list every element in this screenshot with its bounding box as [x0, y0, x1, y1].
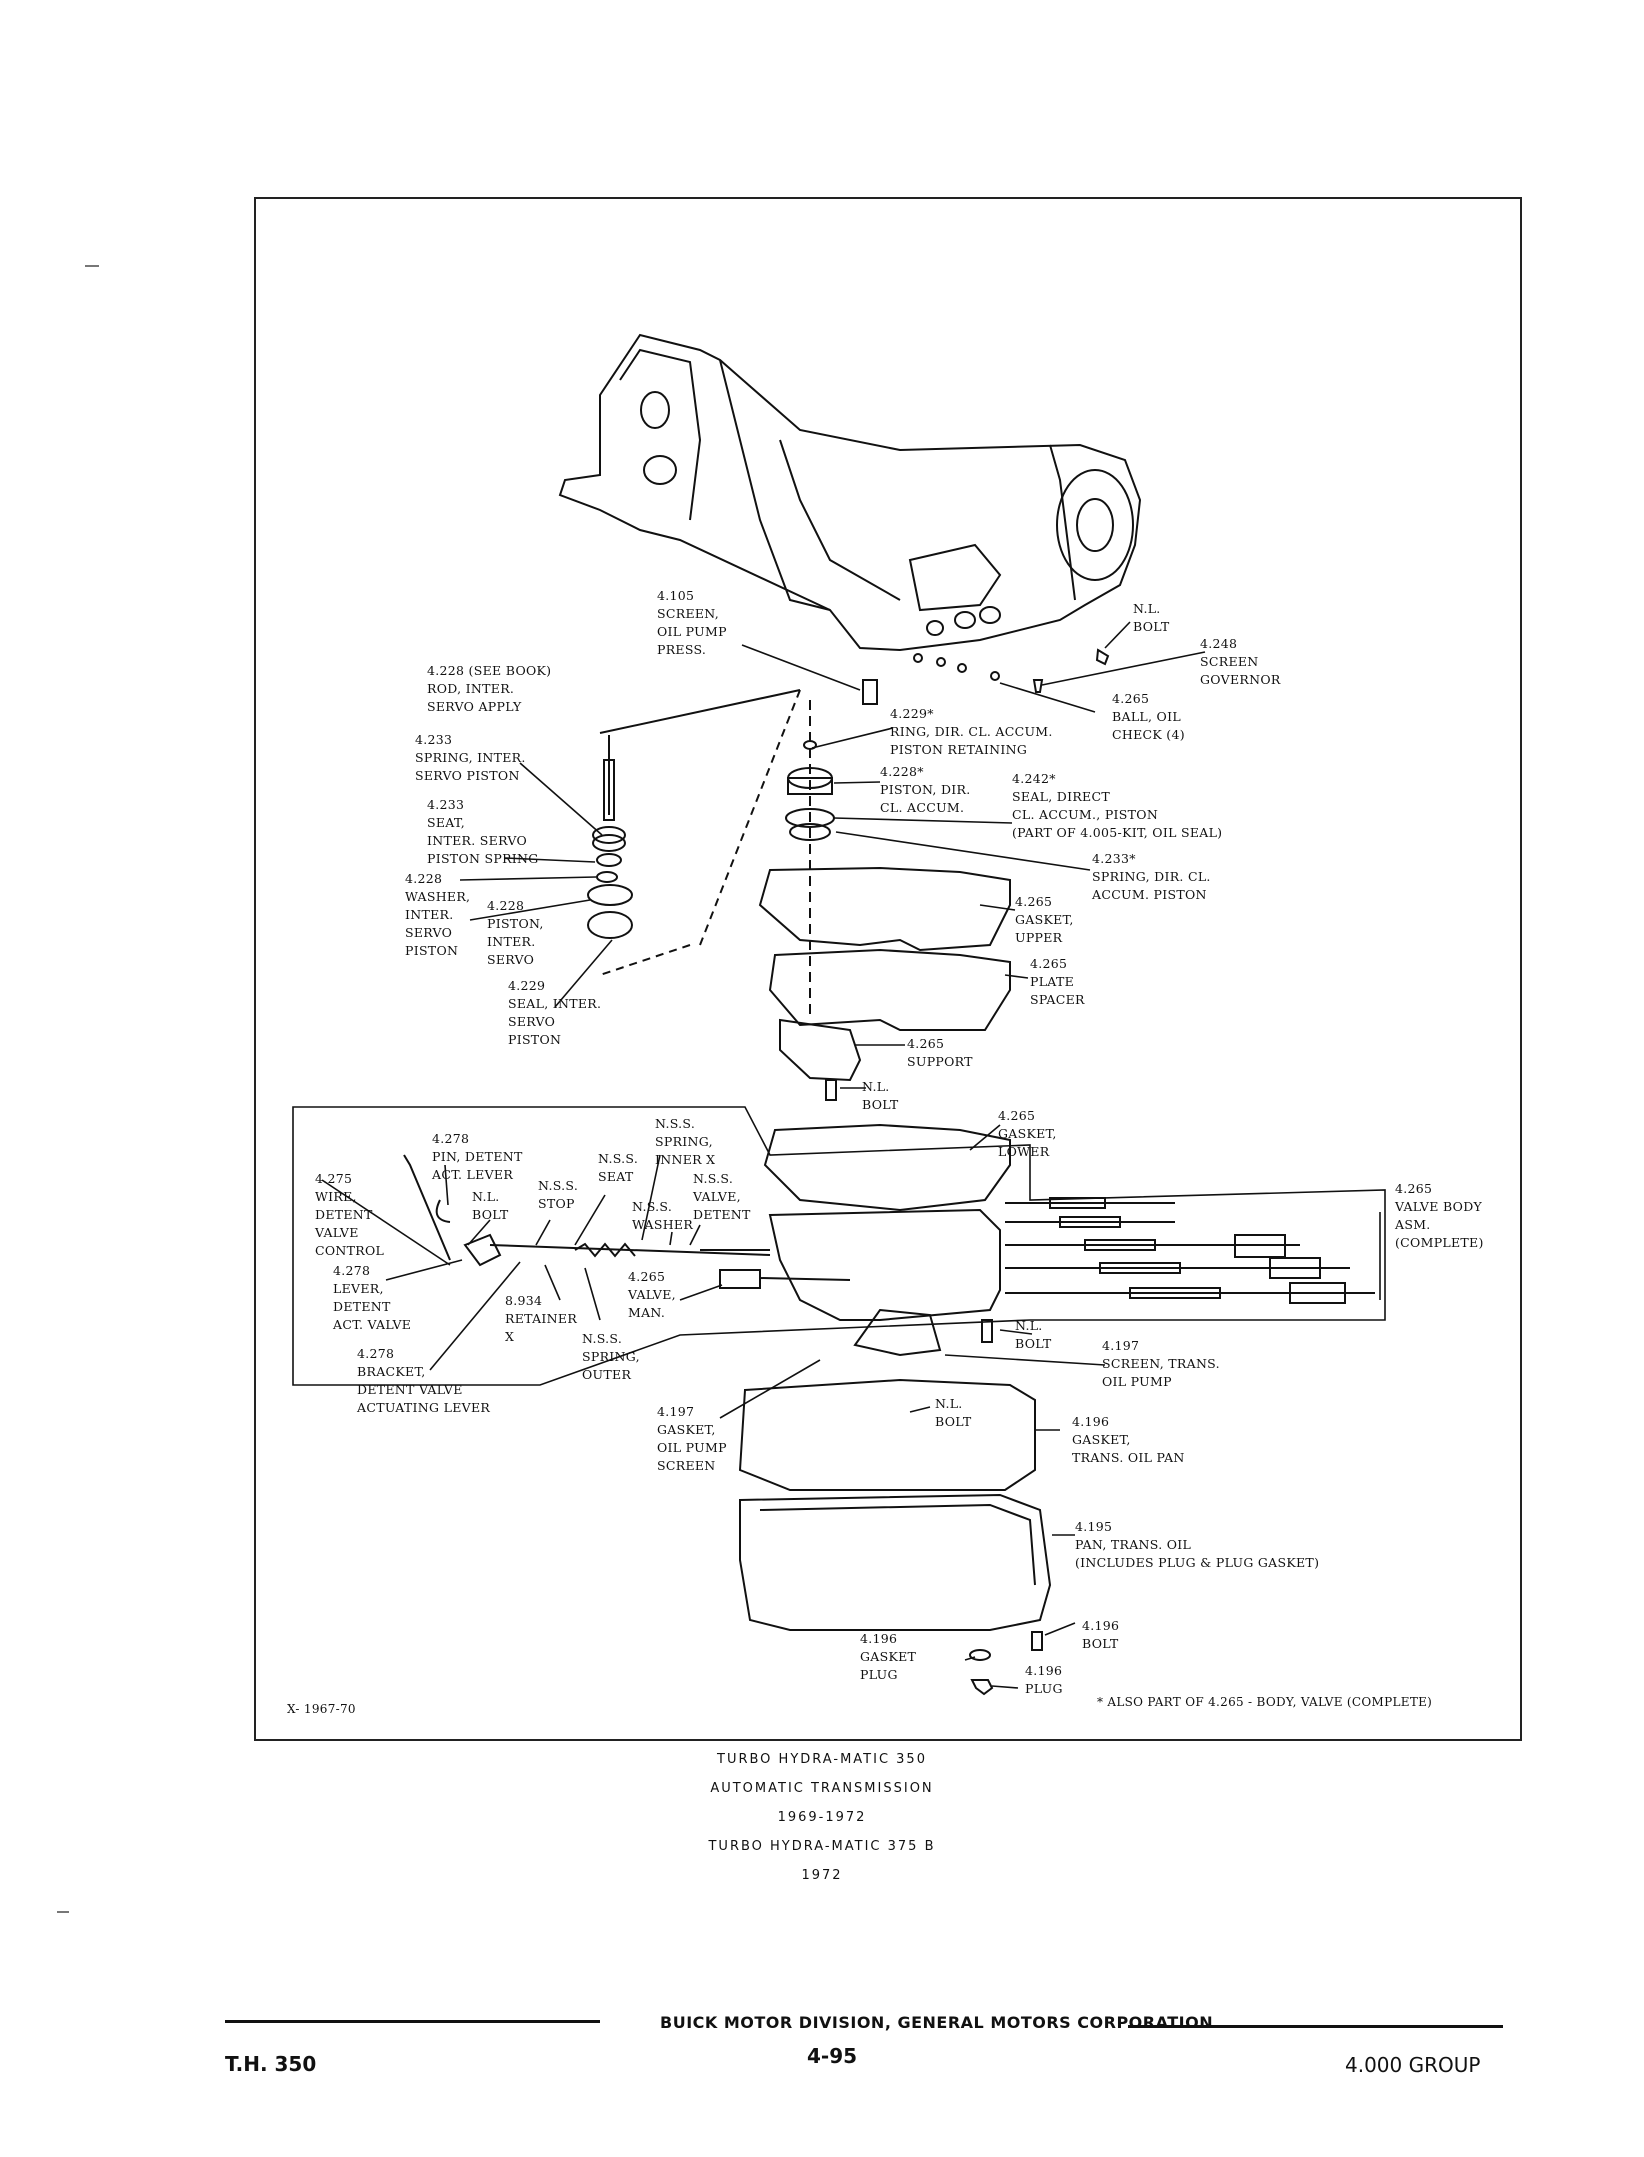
label-plug-gasket: 4.196 GASKET PLUG	[860, 1631, 917, 1682]
valve-body-callout-box	[292, 1106, 1386, 1386]
label-oil-pan: 4.195 PAN, TRANS. OIL (INCLUDES PLUG & P…	[1075, 1519, 1320, 1570]
label-gasket-upper: 4.265 GASKET, UPPER	[1015, 894, 1074, 945]
pan-bolt-shape	[1031, 1631, 1043, 1651]
footnote: * ALSO PART OF 4.265 - BODY, VALVE (COMP…	[1097, 1695, 1433, 1709]
label-bolt-valve-body: N.L. BOLT	[1015, 1318, 1052, 1351]
label-accum-piston-seal: 4.242* SEAL, DIRECT CL. ACCUM., PISTON (…	[1012, 771, 1223, 840]
caption-line-5: 1972	[801, 1868, 843, 1883]
footer-page: 4-95	[807, 2044, 858, 2068]
label-servo-seal: 4.229 SEAL, INTER. SERVO PISTON	[508, 978, 602, 1047]
label-pump-screen: 4.197 SCREEN, TRANS. OIL PUMP	[1102, 1338, 1220, 1389]
intermediate-servo	[587, 689, 801, 976]
label-nss-washer: N.S.S. WASHER	[632, 1199, 694, 1232]
label-screen-gasket: 4.197 GASKET, OIL PUMP SCREEN	[657, 1404, 727, 1473]
screen-bolt	[981, 1319, 993, 1343]
label-servo-spring: 4.233 SPRING, INTER. SERVO PISTON	[415, 732, 526, 783]
support-plate-shape	[779, 1018, 862, 1082]
bolt-nl-top	[1095, 648, 1110, 666]
label-oil-check-balls: 4.265 BALL, OIL CHECK (4)	[1112, 691, 1185, 742]
scan-speck	[57, 1911, 69, 1913]
label-pan-gasket: 4.196 GASKET, TRANS. OIL PAN	[1072, 1414, 1185, 1465]
label-detent-bracket: 4.278 BRACKET, DETENT VALVE ACTUATING LE…	[357, 1346, 491, 1415]
caption-line-4: TURBO HYDRA-MATIC 375 B	[708, 1839, 936, 1854]
label-bolt-support: N.L. BOLT	[862, 1079, 899, 1112]
label-servo-apply-rod: 4.228 (SEE BOOK) ROD, INTER. SERVO APPLY	[427, 663, 552, 714]
label-nss-seat: N.S.S. SEAT	[598, 1151, 639, 1184]
oil-pan-shape	[739, 1493, 1052, 1631]
pump-screen-shape	[853, 1308, 942, 1357]
footer-rule-right	[1128, 2025, 1503, 2028]
label-detent-valve: N.S.S. VALVE, DETENT	[693, 1171, 751, 1222]
support-bolt	[825, 1079, 837, 1101]
transmission-case	[558, 333, 1142, 652]
plug-gasket-shape	[969, 1649, 991, 1661]
label-gasket-lower: 4.265 GASKET, LOWER	[998, 1108, 1057, 1159]
direct-clutch-accumulator	[785, 700, 835, 1020]
valve-body-shape	[768, 1208, 1001, 1321]
label-governor-screen: 4.248 SCREEN GOVERNOR	[1200, 636, 1281, 687]
figure-id: X- 1967-70	[287, 1702, 356, 1716]
leader-lines	[321, 621, 1381, 1689]
spacer-plate-shape	[768, 948, 1011, 1031]
check-balls	[913, 653, 1000, 681]
label-oil-pump-screen: 4.105 SCREEN, OIL PUMP PRESS.	[657, 588, 727, 657]
footer-publisher: BUICK MOTOR DIVISION, GENERAL MOTORS COR…	[660, 2013, 1214, 2032]
label-nss-stop: N.S.S. STOP	[538, 1178, 579, 1211]
caption-line-1: TURBO HYDRA-MATIC 350	[717, 1752, 927, 1767]
detent-linkage	[403, 1154, 851, 1289]
label-spacer-plate: 4.265 PLATE SPACER	[1030, 956, 1085, 1007]
label-bolt-screen: N.L. BOLT	[935, 1396, 972, 1429]
label-outer-spring: N.S.S. SPRING, OUTER	[582, 1331, 640, 1382]
label-detent-pin: 4.278 PIN, DETENT ACT. LEVER	[432, 1131, 523, 1182]
scan-speck	[85, 265, 99, 267]
label-pan-bolt: 4.196 BOLT	[1082, 1618, 1120, 1651]
footer-rule-left	[225, 2020, 600, 2023]
footer-right: 4.000 GROUP	[1345, 2053, 1481, 2077]
label-accum-retaining-ring: 4.229* RING, DIR. CL. ACCUM. PISTON RETA…	[890, 706, 1053, 757]
label-servo-piston: 4.228 PISTON, INTER. SERVO	[487, 898, 544, 967]
label-manual-valve: 4.265 VALVE, MAN.	[628, 1269, 676, 1320]
upper-gasket-shape	[758, 866, 1011, 952]
label-detent-act-lever: 4.278 LEVER, DETENT ACT. VALVE	[333, 1263, 412, 1332]
label-drain-plug: 4.196 PLUG	[1025, 1663, 1063, 1696]
label-inner-spring: N.S.S. SPRING, INNER X	[655, 1116, 716, 1167]
label-valve-body-asm: 4.265 VALVE BODY ASM. (COMPLETE)	[1395, 1181, 1484, 1250]
label-retainer: 8.934 RETAINER X	[505, 1293, 578, 1344]
label-support: 4.265 SUPPORT	[907, 1036, 973, 1069]
pan-gasket-shape	[738, 1378, 1036, 1491]
governor-screen	[1032, 679, 1044, 693]
lower-gasket-shape	[763, 1123, 1011, 1212]
label-bolt-detent: N.L. BOLT	[472, 1189, 509, 1222]
label-servo-washer: 4.228 WASHER, INTER. SERVO PISTON	[405, 871, 471, 958]
caption-line-3: 1969-1972	[777, 1810, 867, 1825]
label-detent-wire: 4.275 WIRE, DETENT VALVE CONTROL	[315, 1171, 385, 1258]
drain-plug-shape	[970, 1679, 994, 1696]
footer-left: T.H. 350	[225, 2052, 317, 2076]
oil-pump-screen	[862, 679, 878, 705]
diagram-frame	[254, 197, 1522, 1741]
label-accum-piston: 4.228* PISTON, DIR. CL. ACCUM.	[880, 764, 971, 815]
caption-line-2: AUTOMATIC TRANSMISSION	[710, 1781, 934, 1796]
label-servo-spring-seat: 4.233 SEAT, INTER. SERVO PISTON SPRING	[427, 797, 539, 866]
label-accum-spring: 4.233* SPRING, DIR. CL. ACCUM. PISTON	[1092, 851, 1211, 902]
label-bolt-governor: N.L. BOLT	[1133, 601, 1170, 634]
valve-spools	[1005, 1197, 1375, 1304]
